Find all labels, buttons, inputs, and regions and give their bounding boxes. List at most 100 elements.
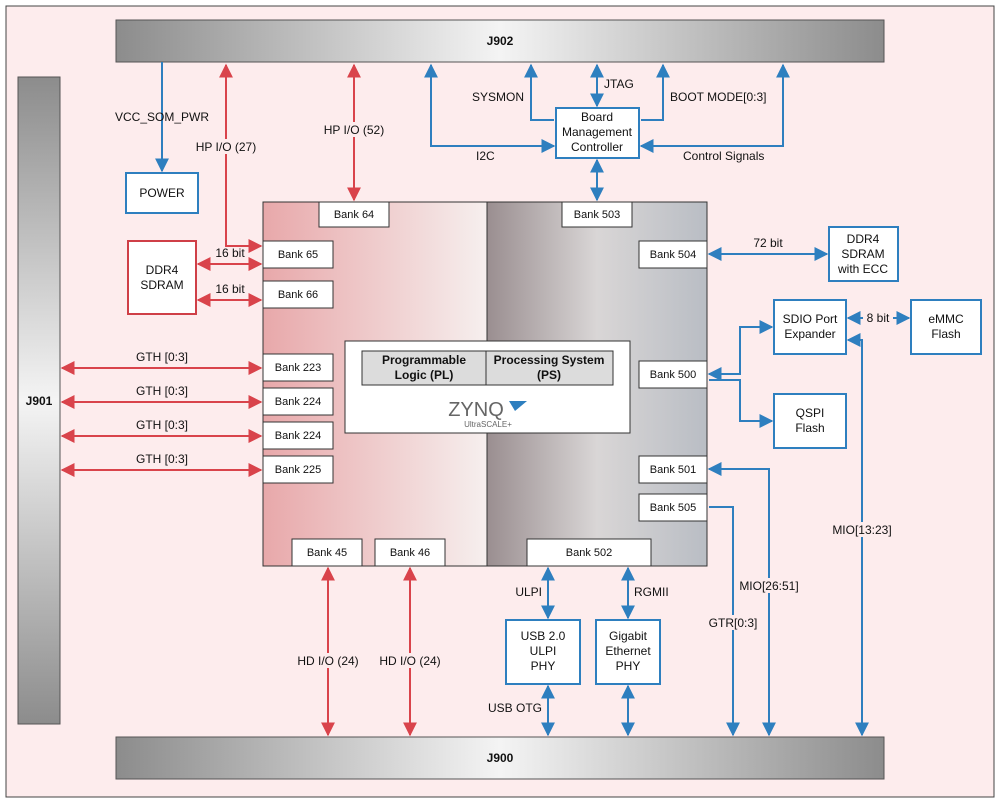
svg-text:Controller: Controller [571, 140, 623, 154]
mio2651-label: MIO[26:51] [739, 579, 798, 593]
svg-text:PHY: PHY [531, 659, 556, 673]
red-links [60, 63, 417, 737]
bit16b-label: 16 bit [215, 282, 245, 296]
svg-text:Management: Management [562, 125, 633, 139]
connector-j902-label: J902 [487, 34, 514, 48]
hpio52-label: HP I/O (52) [324, 123, 384, 137]
hpio27-label: HP I/O (27) [196, 140, 256, 154]
ps-label-line1: Processing System [494, 353, 605, 367]
control-label: Control Signals [683, 149, 764, 163]
svg-text:Bank 225: Bank 225 [275, 464, 321, 476]
ps-label-line2: (PS) [537, 368, 561, 382]
bootmode-label: BOOT MODE[0:3] [670, 90, 766, 104]
bit72-label: 72 bit [753, 236, 783, 250]
hdio2-label: HD I/O (24) [379, 654, 440, 668]
bank-64: Bank 64 [318, 201, 390, 228]
svg-text:SDRAM: SDRAM [140, 278, 183, 292]
sdio-port-expander-box: SDIO Port Expander [773, 299, 847, 355]
connector-j900-label: J900 [487, 751, 514, 765]
sysmon-label: SYSMON [472, 90, 524, 104]
svg-text:Bank 224: Bank 224 [275, 430, 321, 442]
bank-224-b: Bank 224 [262, 421, 334, 450]
svg-text:with ECC: with ECC [837, 262, 888, 276]
svg-text:PHY: PHY [616, 659, 641, 673]
bank-66: Bank 66 [262, 280, 334, 309]
ethernet-phy-box: Gigabit Ethernet PHY [595, 619, 661, 685]
jtag-label: JTAG [604, 77, 634, 91]
svg-text:Bank 45: Bank 45 [307, 547, 347, 559]
svg-text:Bank 64: Bank 64 [334, 209, 374, 221]
svg-text:Bank 500: Bank 500 [650, 369, 696, 381]
svg-text:Flash: Flash [931, 327, 960, 341]
svg-text:Board: Board [581, 110, 613, 124]
bank-500: Bank 500 [638, 360, 708, 389]
emmc-flash-box: eMMC Flash [910, 299, 982, 355]
svg-text:Bank 505: Bank 505 [650, 502, 696, 514]
pl-label-line1: Programmable [382, 353, 466, 367]
svg-text:Bank 501: Bank 501 [650, 464, 696, 476]
svg-text:Bank 65: Bank 65 [278, 249, 318, 261]
ddr4-sdram-box: DDR4 SDRAM [127, 240, 197, 315]
usbotg-label: USB OTG [488, 701, 542, 715]
bit16a-label: 16 bit [215, 246, 245, 260]
bank-46: Bank 46 [374, 538, 446, 567]
svg-text:USB 2.0: USB 2.0 [521, 629, 566, 643]
bank-224-a: Bank 224 [262, 387, 334, 416]
svg-text:DDR4: DDR4 [847, 232, 880, 246]
svg-text:POWER: POWER [139, 186, 185, 200]
bank-225: Bank 225 [262, 455, 334, 484]
bank-503: Bank 503 [561, 201, 633, 228]
svg-text:Bank 503: Bank 503 [574, 209, 620, 221]
connector-j901: J901 [17, 76, 61, 725]
zynq-logo-text: ZYNQ [448, 399, 504, 421]
gtr-link [709, 506, 740, 737]
i2c-link [424, 63, 556, 153]
gth4-label: GTH [0:3] [136, 452, 188, 466]
bit8-label: 8 bit [867, 311, 890, 325]
svg-text:Expander: Expander [784, 327, 835, 341]
ulpi-label: ULPI [515, 585, 542, 599]
bank-505: Bank 505 [638, 493, 708, 522]
bank-65: Bank 65 [262, 240, 334, 269]
svg-text:Flash: Flash [795, 421, 824, 435]
svg-text:eMMC: eMMC [928, 312, 964, 326]
gth3-label: GTH [0:3] [136, 418, 188, 432]
svg-text:Ethernet: Ethernet [605, 644, 651, 658]
svg-text:DDR4: DDR4 [146, 263, 179, 277]
gtr-label: GTR[0:3] [709, 616, 758, 630]
connector-j900: J900 [115, 736, 885, 780]
bank500-qspi-link [709, 379, 774, 428]
svg-text:Bank 502: Bank 502 [566, 547, 612, 559]
zynq-logo-subtext: UltraSCALE+ [464, 420, 512, 429]
svg-text:SDIO Port: SDIO Port [783, 312, 838, 326]
ddr4-sdram-ecc-box: DDR4 SDRAM with ECC [828, 226, 899, 282]
i2c-label: I2C [476, 149, 495, 163]
hdio1-label: HD I/O (24) [297, 654, 358, 668]
mio1323-link [846, 333, 869, 737]
power-box: POWER [125, 172, 199, 214]
svg-text:QSPI: QSPI [796, 406, 825, 420]
svg-text:Bank 223: Bank 223 [275, 362, 321, 374]
qspi-flash-box: QSPI Flash [773, 393, 847, 449]
vcc-label: VCC_SOM_PWR [115, 110, 209, 124]
link-labels: VCC_SOM_PWR HP I/O (27) HP I/O (52) SYSM… [115, 77, 893, 715]
svg-text:Bank 46: Bank 46 [390, 547, 430, 559]
bank-45: Bank 45 [291, 538, 363, 567]
bank-501: Bank 501 [638, 455, 708, 484]
bank-502: Bank 502 [526, 538, 652, 567]
zynq-logo-icon [509, 401, 527, 411]
board-management-controller-box: Board Management Controller [555, 107, 640, 159]
bank-223: Bank 223 [262, 353, 334, 382]
gth2-label: GTH [0:3] [136, 384, 188, 398]
svg-text:Bank 504: Bank 504 [650, 249, 696, 261]
rgmii-label: RGMII [634, 585, 669, 599]
svg-text:Bank 224: Bank 224 [275, 396, 321, 408]
control-link [639, 63, 790, 153]
bank-504: Bank 504 [638, 240, 708, 269]
mio2651-link [707, 462, 776, 737]
hpio27-link [219, 63, 263, 253]
mio1323-label: MIO[13:23] [832, 523, 891, 537]
sysmon-link [524, 63, 554, 121]
